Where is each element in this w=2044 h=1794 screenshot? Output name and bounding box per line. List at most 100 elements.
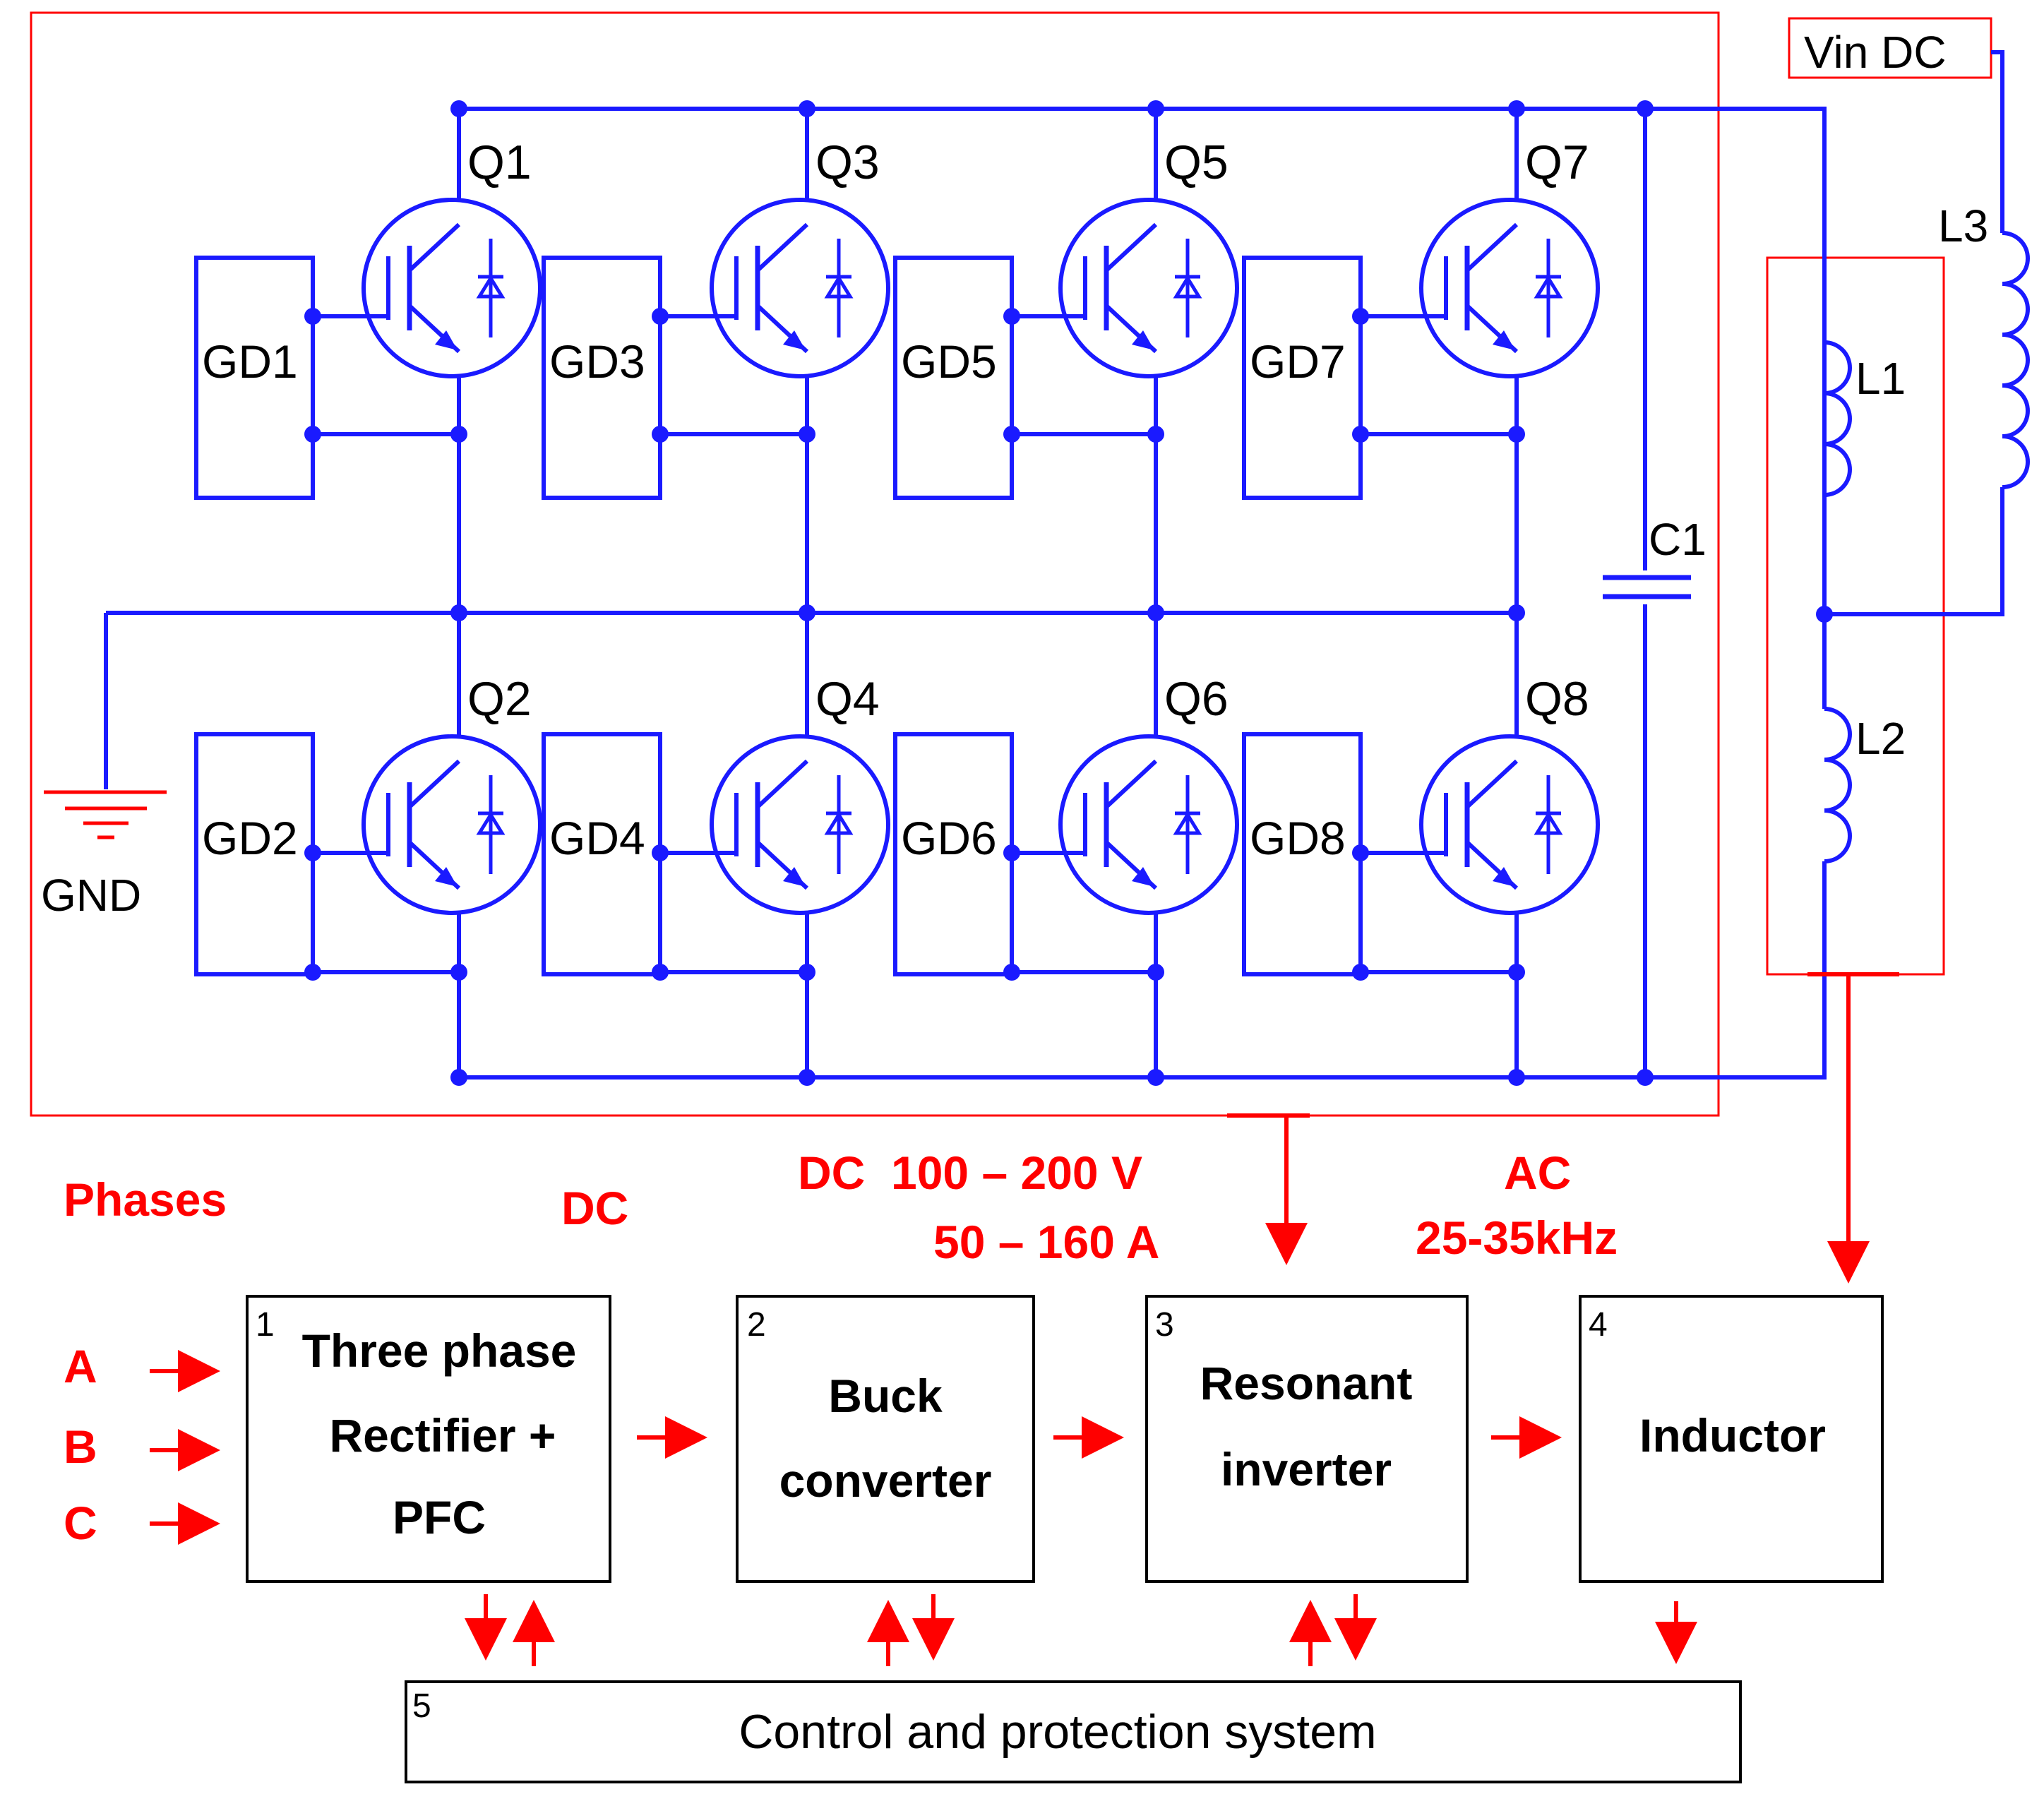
igbt-q6 [1012,613,1239,1077]
phase-a-label: A [64,1340,97,1392]
vin-label: Vin DC [1804,27,1947,78]
gate-driver-label-2: GD2 [202,812,298,864]
capacitor-label: C1 [1649,514,1707,565]
block-1-number: 1 [256,1306,275,1344]
phase-c-label: C [64,1497,97,1549]
gate-driver-label-6: GD6 [901,812,997,864]
block-control-system: 5 Control and protection system [405,1680,1742,1783]
rail-node-dot [1147,1069,1164,1086]
coil-tap-dot [1816,606,1833,623]
ac-frequency-label: 25-35kHz [1416,1212,1618,1264]
inductor-l1 [1822,254,1852,614]
gate-driver-1 [194,256,315,500]
emitter-node-dot [450,964,467,981]
block-1-line-3: PFC [393,1491,486,1543]
emitter-node-dot [1003,964,1020,981]
dc-voltage-label: DC 100 – 200 V [798,1147,1142,1199]
vin-frame [1788,17,1992,79]
block-4-number: 4 [1589,1306,1608,1344]
igbt-q4 [660,613,890,1077]
block-2-line-2: converter [779,1454,992,1507]
block-1-line-2: Rectifier + [330,1409,556,1461]
gate-driver-label-5: GD5 [901,335,997,388]
gate-driver-6 [893,732,1014,976]
inductor-l1-label: L1 [1855,353,1906,404]
emitter-node-dot [1147,426,1164,443]
emitter-node-dot [652,964,669,981]
inductor-l3 [2002,231,2030,489]
block-2-number: 2 [747,1306,766,1344]
ac-label: AC [1504,1147,1571,1199]
emitter-node-dot [1147,964,1164,981]
gnd-label: GND [41,870,141,921]
block-3-line-2: inverter [1221,1443,1392,1495]
gate-driver-7 [1242,256,1363,500]
block-resonant-inverter: 3 Resonant inverter [1145,1295,1469,1583]
igbt-q1 [313,109,542,613]
switch-label-3: Q3 [815,136,880,189]
gate-driver-label-4: GD4 [549,812,645,864]
emitter-node-dot [304,426,321,443]
gate-node-dot [1352,844,1369,861]
block-3-line-1: Resonant [1200,1357,1413,1409]
switch-label-1: Q1 [467,136,532,189]
rail-node-dot [1508,100,1525,117]
gate-driver-label-8: GD8 [1250,812,1346,864]
rail-node-dot [1147,100,1164,117]
ground-symbol [44,790,167,839]
rail-node-dot [1508,1069,1525,1086]
midpoint-node-dot [799,604,815,621]
phase-b-label: B [64,1421,97,1473]
dc-label: DC [561,1182,628,1234]
gate-driver-label-1: GD1 [202,335,298,388]
igbt-q2 [313,613,542,1077]
gate-driver-8 [1242,732,1363,976]
emitter-node-dot [1352,426,1369,443]
emitter-node-dot [1508,964,1525,981]
capacitor-c1 [1603,575,1691,599]
emitter-node-dot [304,964,321,981]
block-4-line-1: Inductor [1639,1409,1826,1461]
midpoint-node-dot [1147,604,1164,621]
switch-label-5: Q5 [1164,136,1229,189]
igbt-q8 [1361,613,1600,1077]
block-1-line-1: Three phase [302,1324,577,1377]
gate-node-dot [1003,308,1020,325]
inductor-l2 [1822,614,1852,890]
block-rectifier: 1 Three phase Rectifier + PFC [246,1295,611,1583]
rail-node-dot [450,1069,467,1086]
emitter-node-dot [450,426,467,443]
gate-driver-5 [893,256,1014,500]
igbt-q5 [1012,109,1239,613]
emitter-node-dot [652,426,669,443]
dc-current-label: 50 – 160 A [933,1216,1159,1268]
emitter-node-dot [1352,964,1369,981]
midpoint-node-dot [1508,604,1525,621]
cap-node-dot [1637,1069,1654,1086]
gate-driver-2 [194,732,315,976]
phases-label: Phases [64,1173,227,1226]
gate-node-dot [1003,844,1020,861]
block-3-number: 3 [1155,1306,1174,1344]
switch-label-4: Q4 [815,672,880,726]
inverter-circuit-frame [30,11,1720,1117]
gate-node-dot [304,844,321,861]
cap-node-dot [1637,100,1654,117]
igbt-q7 [1361,109,1600,613]
igbt-q3 [660,109,890,613]
rail-node-dot [799,100,815,117]
midpoint-node-dot [450,604,467,621]
emitter-node-dot [799,426,815,443]
gate-driver-label-3: GD3 [549,335,645,388]
switch-label-8: Q8 [1525,672,1589,726]
block-5-line-1: Control and protection system [739,1705,1376,1759]
emitter-node-dot [1003,426,1020,443]
switch-label-6: Q6 [1164,672,1229,726]
rail-node-dot [799,1069,815,1086]
switch-label-7: Q7 [1525,136,1589,189]
signal-arrows [150,972,1899,1666]
gate-node-dot [652,844,669,861]
inductor-l3-label: L3 [1938,201,1988,251]
